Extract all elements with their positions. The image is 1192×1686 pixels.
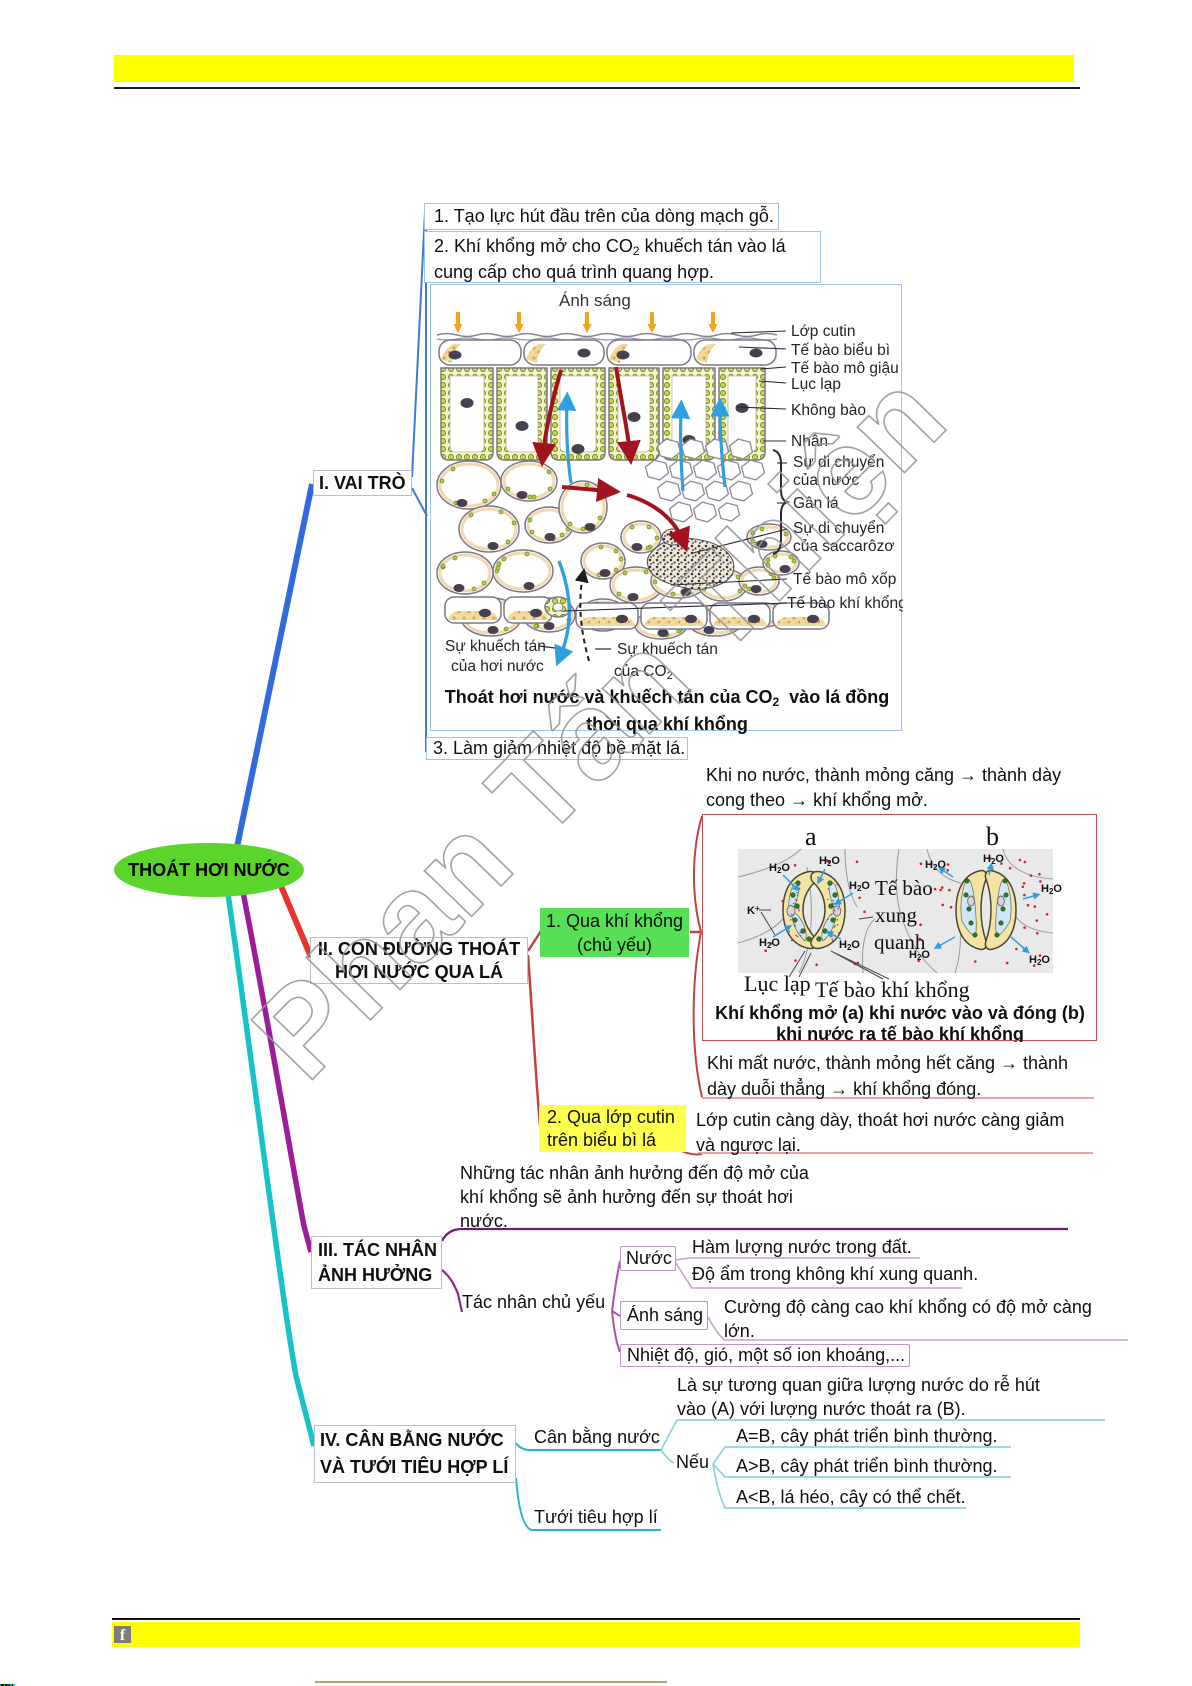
svg-text:Tế bào: Tế bào	[875, 876, 933, 900]
svg-text:Sự di chuyển: Sự di chuyển	[793, 520, 884, 537]
svg-text:Tế bào khí khổng: Tế bào khí khổng	[815, 977, 970, 1002]
svg-text:Gân lá: Gân lá	[793, 495, 839, 512]
svg-text:H2O: H2O	[1041, 883, 1062, 896]
svg-text:H2O: H2O	[769, 862, 790, 875]
svg-text:Khí khổng mở (a) khi nước vào: Khí khổng mở (a) khi nước vào và đóng (b…	[715, 1003, 1085, 1023]
svg-text:Sự khuếch tán: Sự khuếch tán	[617, 641, 718, 658]
svg-text:b: b	[986, 822, 999, 851]
svg-text:H2O: H2O	[759, 937, 780, 950]
svg-text:H2O: H2O	[909, 949, 930, 962]
svg-text:H2O: H2O	[839, 939, 860, 952]
svg-text:của saccarôzơ: của saccarôzơ	[793, 538, 894, 555]
svg-text:Nhân: Nhân	[791, 433, 828, 450]
svg-text:Tế bào mô giậu: Tế bào mô giậu	[791, 360, 899, 377]
svg-text:khi nước ra tế bào khí khổng: khi nước ra tế bào khí khổng	[776, 1024, 1024, 1042]
svg-text:Sự di chuyển: Sự di chuyển	[793, 454, 884, 471]
svg-text:H2O: H2O	[849, 880, 870, 893]
svg-text:của CO2: của CO2	[614, 663, 673, 682]
svg-text:xung: xung	[875, 903, 918, 927]
svg-text:quanh: quanh	[874, 930, 926, 954]
svg-text:Tế bào biểu bì: Tế bào biểu bì	[791, 342, 890, 359]
svg-text:Lục lạp: Lục lạp	[791, 376, 841, 393]
svg-text:H2O: H2O	[819, 855, 840, 868]
svg-text:Không bào: Không bào	[791, 402, 866, 419]
svg-text:Lớp cutin: Lớp cutin	[791, 323, 855, 340]
svg-text:Tế bào mô xốp: Tế bào mô xốp	[793, 571, 896, 588]
svg-text:của hơi nước: của hơi nước	[451, 658, 544, 675]
svg-text:H2O: H2O	[1029, 954, 1050, 967]
svg-text:của nước: của nước	[793, 472, 859, 489]
svg-text:Tế bào khí khổng: Tế bào khí khổng	[787, 595, 903, 612]
svg-text:a: a	[805, 822, 817, 851]
svg-text:Sự khuếch tán: Sự khuếch tán	[445, 638, 546, 655]
svg-text:Ánh sáng: Ánh sáng	[559, 291, 631, 310]
